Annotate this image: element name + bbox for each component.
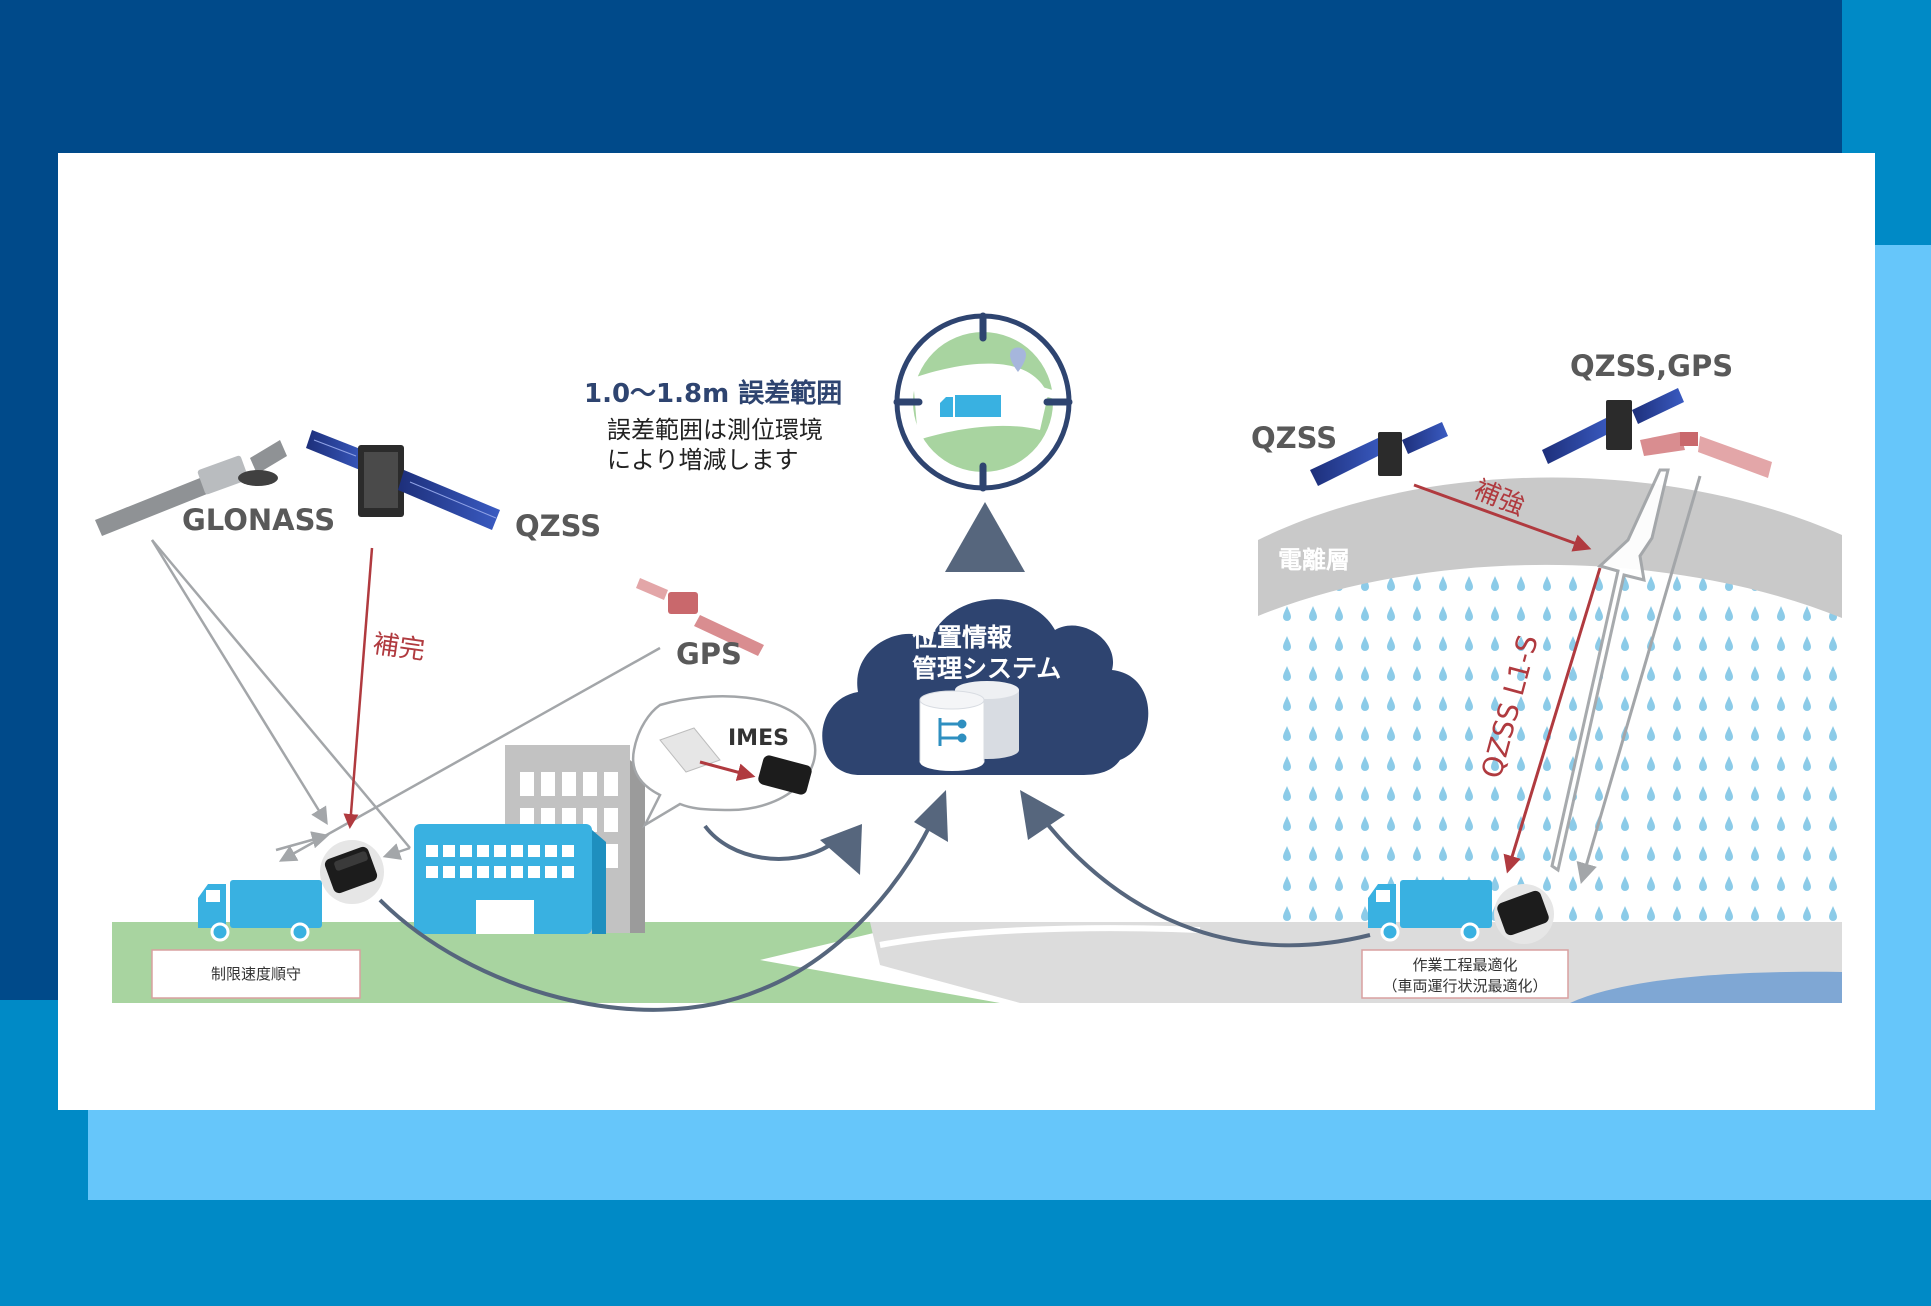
water <box>1570 971 1842 1003</box>
ionosphere-band <box>1258 477 1842 618</box>
hokan-label: 補完 <box>371 629 427 666</box>
cloud-label-line1: 位置情報 <box>912 623 1013 652</box>
ionosphere-label: 電離層 <box>1278 546 1350 574</box>
flow-arrows <box>378 813 1371 1012</box>
gps-left-label: GPS <box>676 637 742 671</box>
truck-icon <box>198 880 322 942</box>
satellite-icon <box>95 440 287 536</box>
frame-mid-bottom <box>0 1200 1931 1306</box>
right-gray-signals <box>1550 468 1702 885</box>
qzss-left-label: QZSS <box>515 509 601 543</box>
qzss-l1s-arrow <box>1503 567 1602 874</box>
building-icon <box>414 824 606 934</box>
speed-limit-label: 制限速度順守 <box>211 965 301 983</box>
error-note-line1: 誤差範囲は測位環境 <box>607 416 823 444</box>
hokan-arrow <box>343 547 374 829</box>
truck-icon <box>1368 880 1492 942</box>
satellite-icon <box>1310 422 1448 486</box>
glonass-label: GLONASS <box>182 503 335 537</box>
imes-speech-bubble <box>631 695 817 829</box>
database-icon <box>919 681 1019 771</box>
imes-label: IMES <box>728 726 789 751</box>
qzss-gps-right-label: QZSS,GPS <box>1570 349 1733 383</box>
work-process-line1: 作業工程最適化 <box>1412 956 1517 974</box>
satellite-icon <box>636 578 764 656</box>
qzss-right-label: QZSS <box>1251 421 1337 455</box>
error-range-title: 1.0～1.8m 誤差範囲 <box>584 378 842 409</box>
ground <box>112 922 1842 1003</box>
satellite-icon <box>1542 388 1772 478</box>
road-white-line <box>879 925 1201 948</box>
receiver-device-icon <box>758 755 812 795</box>
ground-gray-road <box>870 922 1842 1003</box>
receiver-device-icon <box>1494 884 1554 944</box>
work-process-line2: （車両運行状況最適化） <box>1382 977 1547 995</box>
cloud-label-line2: 管理システム <box>912 654 1061 683</box>
flow-arrowheads <box>820 790 1065 875</box>
work-process-box <box>1361 949 1569 999</box>
speed-limit-box <box>151 949 361 999</box>
error-note-line2: により増減します <box>607 446 799 474</box>
receiver-device-icon <box>320 840 384 904</box>
hokyo-arrow <box>1413 483 1592 552</box>
up-arrow <box>945 502 1025 572</box>
beacon-icon <box>659 727 721 773</box>
satellite-icon <box>306 430 500 530</box>
target-reticle-icon <box>893 312 1073 492</box>
imes-arrow <box>699 760 756 781</box>
